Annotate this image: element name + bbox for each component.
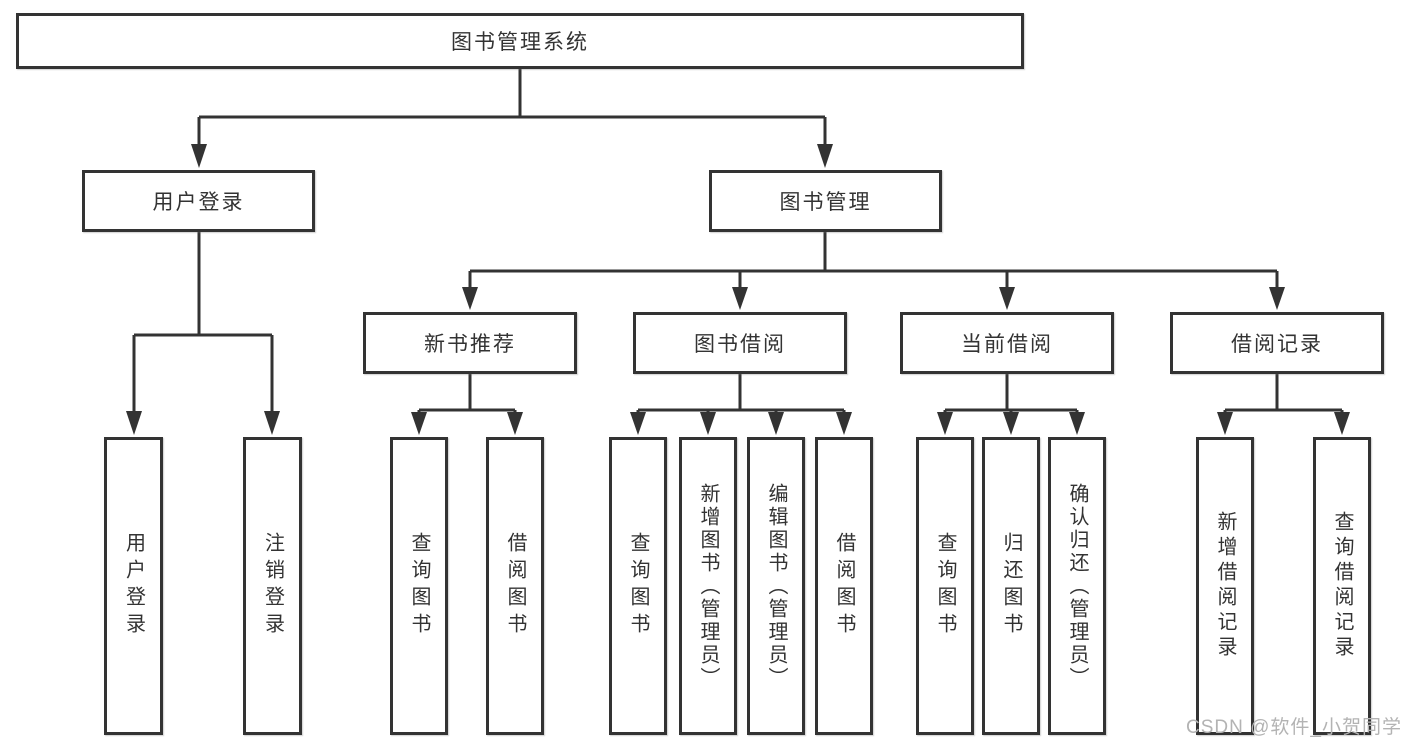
leaf-cb-return-books: 归还图书: [982, 437, 1040, 735]
node-book-borrow-label: 图书借阅: [694, 333, 786, 356]
node-new-book-recommend: 新书推荐: [363, 312, 577, 374]
leaf-user-login-label: 用户登录: [122, 532, 145, 640]
node-new-book-recommend-label: 新书推荐: [424, 333, 516, 356]
leaf-cb-query-books: 查询图书: [916, 437, 974, 735]
leaf-bb-borrow-books: 借阅图书: [815, 437, 873, 735]
leaf-nbr-query-books: 查询图书: [390, 437, 448, 735]
leaf-br-query-record-label: 查询借阅记录: [1331, 511, 1353, 661]
leaf-nbr-borrow-books: 借阅图书: [486, 437, 544, 735]
leaf-cb-confirm-return-admin-label: 确认归还（管理员）: [1066, 482, 1088, 690]
watermark: CSDN @软件_小贺同学: [1186, 717, 1402, 738]
leaf-br-add-record: 新增借阅记录: [1196, 437, 1254, 735]
leaf-br-add-record-label: 新增借阅记录: [1214, 511, 1236, 661]
leaf-user-login: 用户登录: [104, 437, 163, 735]
node-user-login: 用户登录: [82, 170, 315, 232]
node-borrow-records: 借阅记录: [1170, 312, 1384, 374]
node-current-borrow: 当前借阅: [900, 312, 1114, 374]
leaf-nbr-query-books-label: 查询图书: [408, 532, 430, 640]
leaf-bb-query-books-label: 查询图书: [627, 532, 649, 640]
node-book-management-label: 图书管理: [779, 191, 872, 214]
leaf-br-query-record: 查询借阅记录: [1313, 437, 1371, 735]
leaf-bb-query-books: 查询图书: [609, 437, 667, 735]
leaf-bb-edit-book-admin: 编辑图书（管理员）: [747, 437, 805, 735]
node-current-borrow-label: 当前借阅: [961, 333, 1053, 356]
node-root: 图书管理系统: [16, 13, 1024, 69]
leaf-nbr-borrow-books-label: 借阅图书: [504, 532, 526, 640]
leaf-logout: 注销登录: [243, 437, 302, 735]
leaf-bb-add-book-admin: 新增图书（管理员）: [679, 437, 737, 735]
leaf-bb-borrow-books-label: 借阅图书: [833, 532, 855, 640]
leaf-cb-confirm-return-admin: 确认归还（管理员）: [1048, 437, 1106, 735]
leaf-cb-query-books-label: 查询图书: [934, 532, 956, 640]
arrowheads: [126, 144, 1350, 435]
node-book-borrow: 图书借阅: [633, 312, 847, 374]
node-borrow-records-label: 借阅记录: [1231, 333, 1323, 356]
leaf-cb-return-books-label: 归还图书: [1000, 532, 1022, 640]
leaf-bb-add-book-admin-label: 新增图书（管理员）: [697, 482, 719, 690]
leaf-bb-edit-book-admin-label: 编辑图书（管理员）: [765, 482, 787, 690]
node-user-login-label: 用户登录: [152, 191, 245, 214]
leaf-logout-label: 注销登录: [261, 532, 284, 640]
node-book-management: 图书管理: [709, 170, 942, 232]
node-root-label: 图书管理系统: [451, 31, 589, 54]
